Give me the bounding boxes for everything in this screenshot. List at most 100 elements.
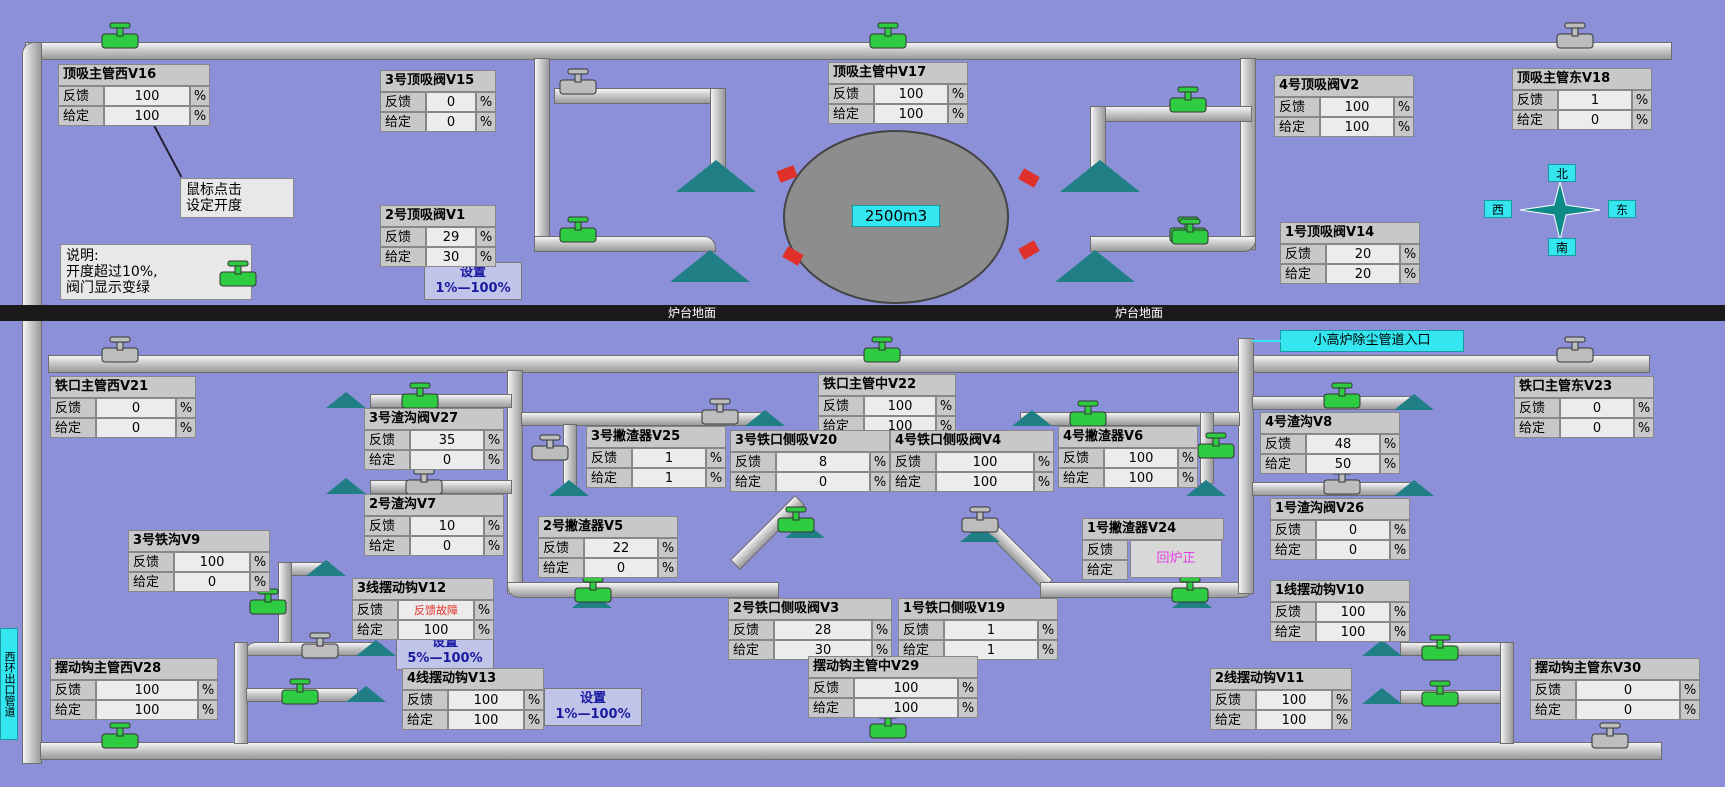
set-button-bottom[interactable]: 设置 1%—100% xyxy=(544,688,642,726)
valve-icon[interactable] xyxy=(280,678,320,706)
setpoint-value[interactable]: 100 xyxy=(448,710,524,730)
valve-icon[interactable] xyxy=(1590,722,1630,750)
valve-icon[interactable] xyxy=(1170,218,1210,246)
setpoint-value[interactable]: 0 xyxy=(1560,418,1634,438)
valve-icon[interactable] xyxy=(700,398,740,426)
valve-icon[interactable] xyxy=(404,468,444,496)
setpoint-value[interactable]: 100 xyxy=(398,620,474,640)
valve-icon[interactable] xyxy=(218,260,258,288)
valve-icon[interactable] xyxy=(1420,634,1460,662)
compass: 北 南 西 东 xyxy=(1480,160,1640,260)
setpoint-value[interactable]: 100 xyxy=(104,106,190,126)
setpoint-value[interactable]: 0 xyxy=(426,112,476,132)
setpoint-value[interactable]: 100 xyxy=(874,104,948,124)
valve-icon[interactable] xyxy=(868,22,908,50)
setpoint-label: 给定 xyxy=(1260,454,1306,474)
set-button-top[interactable]: 设置 1%—100% xyxy=(424,262,522,300)
setpoint-label: 给定 xyxy=(808,698,854,718)
valve-icon[interactable] xyxy=(400,382,440,410)
setpoint-value[interactable]: 50 xyxy=(1306,454,1380,474)
valve-icon[interactable] xyxy=(300,632,340,660)
setpoint-value[interactable]: 20 xyxy=(1326,264,1400,284)
setpoint-unit: % xyxy=(524,710,544,730)
setpoint-value[interactable]: 100 xyxy=(1320,117,1394,137)
valve-icon[interactable] xyxy=(1555,22,1595,50)
valve-icon[interactable] xyxy=(558,216,598,244)
setpoint-value[interactable]: 30 xyxy=(426,247,476,267)
valve-title: 2号铁口侧吸阀V3 xyxy=(728,598,892,620)
setpoint-value[interactable]: 100 xyxy=(96,700,198,720)
setpoint-value[interactable]: 0 xyxy=(410,450,484,470)
valve-icon[interactable] xyxy=(100,22,140,50)
valve-icon[interactable] xyxy=(776,506,816,534)
setpoint-value[interactable]: 100 xyxy=(936,472,1034,492)
valve-icon[interactable] xyxy=(558,68,598,96)
setpoint-value[interactable]: 100 xyxy=(1256,710,1332,730)
v24-action-button[interactable]: 回炉正 xyxy=(1130,540,1222,578)
setpoint-value[interactable]: 1 xyxy=(944,640,1038,660)
setpoint-value[interactable]: 0 xyxy=(584,558,658,578)
setpoint-value[interactable]: 100 xyxy=(1104,468,1178,488)
setpoint-value[interactable]: 0 xyxy=(1576,700,1680,720)
valve-icon[interactable] xyxy=(1168,86,1208,114)
valve-icon[interactable] xyxy=(1420,680,1460,708)
valve-title: 顶吸主管中V17 xyxy=(828,62,968,84)
setpoint-value[interactable]: 100 xyxy=(854,698,958,718)
setpoint-unit: % xyxy=(658,558,678,578)
valve-icon[interactable] xyxy=(960,506,1000,534)
setpoint-value[interactable]: 0 xyxy=(174,572,250,592)
valve-icon[interactable] xyxy=(530,434,570,462)
valve-icon[interactable] xyxy=(1555,336,1595,364)
setpoint-value[interactable]: 100 xyxy=(1316,622,1390,642)
valve-icon[interactable] xyxy=(1068,400,1108,428)
valve-icon[interactable] xyxy=(100,722,140,750)
setpoint-value[interactable]: 0 xyxy=(1558,110,1632,130)
setpoint-value[interactable]: 0 xyxy=(96,418,176,438)
valve-icon[interactable] xyxy=(100,336,140,364)
valve-icon[interactable] xyxy=(573,576,613,604)
setpoint-value[interactable]: 0 xyxy=(776,472,870,492)
valve-icon[interactable] xyxy=(862,336,902,364)
valve-icon[interactable] xyxy=(1196,432,1236,460)
valve-icon[interactable] xyxy=(1322,382,1362,410)
setpoint-value[interactable]: 1 xyxy=(632,468,706,488)
hood-v10 xyxy=(1362,640,1402,656)
setpoint-value[interactable]: 0 xyxy=(1316,540,1390,560)
setpoint-label: 给定 xyxy=(730,472,776,492)
valve-icon[interactable] xyxy=(1170,576,1210,604)
setpoint-value[interactable]: 0 xyxy=(410,536,484,556)
